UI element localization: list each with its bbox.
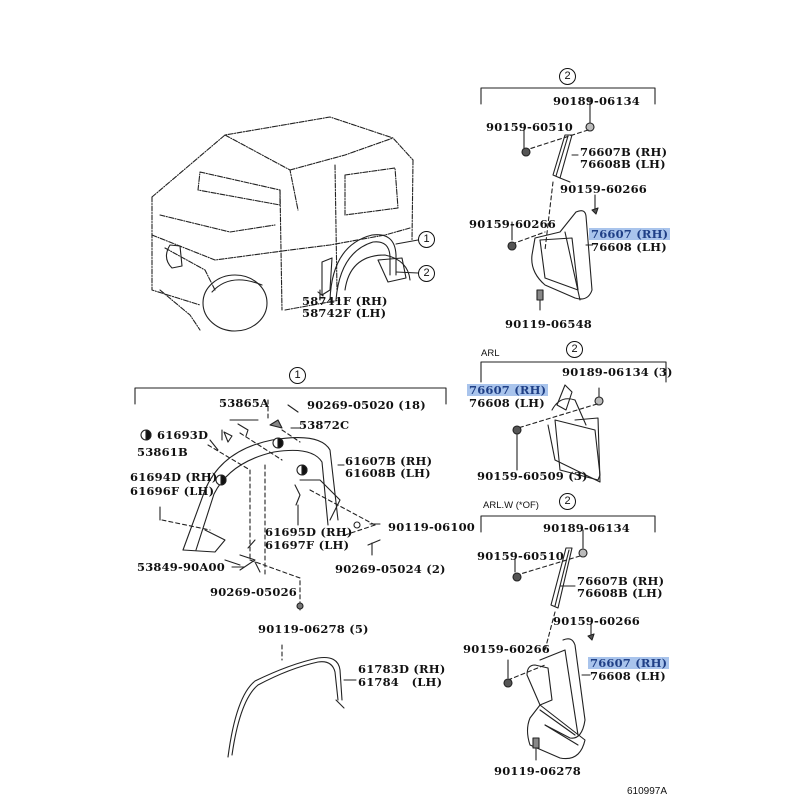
part-label-90189-06134-arl[interactable]: 90189-06134 (3) [562, 365, 673, 379]
part-label-61784[interactable]: 61784 (LH) [358, 675, 443, 689]
callout-2-vehicle: 2 [418, 265, 435, 282]
condition-label-arl: ARL [481, 348, 500, 359]
callout-2-arl-panel: 2 [566, 341, 583, 358]
part-label-76607-arl-highlighted[interactable]: 76607 (RH) [467, 383, 549, 397]
part-label-90159-60509[interactable]: 90159-60509 (3) [477, 469, 588, 483]
part-label-90189-06134-arlw[interactable]: 90189-06134 [543, 521, 630, 535]
part-label-61697F[interactable]: 61697F (LH) [265, 538, 350, 552]
vehicle-illustration [151, 116, 414, 331]
callout-2-top-panel: 2 [559, 68, 576, 85]
part-label-53872C[interactable]: 53872C [299, 418, 350, 432]
part-label-61607B[interactable]: 61607B (RH) [345, 454, 433, 468]
part-label-90269-05026[interactable]: 90269-05026 [210, 585, 297, 599]
part-label-90189-06134[interactable]: 90189-06134 [553, 94, 640, 108]
part-label-76608B-arlw[interactable]: 76608B (LH) [577, 586, 663, 600]
part-label-90119-06548[interactable]: 90119-06548 [505, 317, 592, 331]
part-label-90159-60266-a[interactable]: 90159-60266 [560, 182, 647, 196]
part-label-61693D[interactable]: 61693D [157, 428, 209, 442]
part-label-61694D[interactable]: 61694D (RH) [130, 470, 218, 484]
part-label-76607-highlighted[interactable]: 76607 (RH) [589, 227, 671, 241]
half-circle-marks [140, 429, 308, 486]
part-label-53865A[interactable]: 53865A [219, 396, 270, 410]
part-label-76607-arlw-highlighted[interactable]: 76607 (RH) [588, 656, 670, 670]
callout-1-vehicle: 1 [418, 231, 435, 248]
condition-label-arlw: ARL.W (*OF) [483, 500, 539, 511]
part-label-61695D[interactable]: 61695D (RH) [265, 525, 353, 539]
part-label-90119-06100[interactable]: 90119-06100 [388, 520, 475, 534]
diagram-code: 610997A [627, 786, 668, 797]
part-label-53861B[interactable]: 53861B [137, 445, 188, 459]
callout-2-arlw-panel: 2 [559, 493, 576, 510]
part-label-90269-05024[interactable]: 90269-05024 (2) [335, 562, 446, 576]
part-label-58741F[interactable]: 58741F (RH) [302, 294, 388, 308]
part-label-90119-06278-flare[interactable]: 90119-06278 (5) [258, 622, 369, 636]
part-label-61783D[interactable]: 61783D (RH) [358, 662, 446, 676]
part-label-76607B-arlw[interactable]: 76607B (RH) [577, 574, 665, 588]
part-label-61608B[interactable]: 61608B (LH) [345, 466, 431, 480]
part-label-76608-arlw[interactable]: 76608 (LH) [590, 669, 666, 683]
callout-1-flare-panel: 1 [289, 367, 306, 384]
part-label-53849-90A00[interactable]: 53849-90A00 [137, 560, 225, 574]
part-label-90159-60510-arlw[interactable]: 90159-60510 [477, 549, 564, 563]
part-label-58742F[interactable]: 58742F (LH) [302, 306, 387, 320]
part-label-90159-60510[interactable]: 90159-60510 [486, 120, 573, 134]
part-label-76608-arl[interactable]: 76608 (LH) [469, 396, 545, 410]
part-label-76608B[interactable]: 76608B (LH) [580, 157, 666, 171]
part-label-76607B[interactable]: 76607B (RH) [580, 145, 668, 159]
part-label-90269-05020[interactable]: 90269-05020 (18) [307, 398, 426, 412]
part-label-90119-06278-arlw[interactable]: 90119-06278 [494, 764, 581, 778]
part-label-90159-60266-b[interactable]: 90159-60266 [469, 217, 556, 231]
part-label-90159-60266-arlw-a[interactable]: 90159-60266 [553, 614, 640, 628]
part-label-76608[interactable]: 76608 (LH) [591, 240, 667, 254]
part-label-61696F[interactable]: 61696F (LH) [130, 484, 215, 498]
part-label-90159-60266-arlw-b[interactable]: 90159-60266 [463, 642, 550, 656]
